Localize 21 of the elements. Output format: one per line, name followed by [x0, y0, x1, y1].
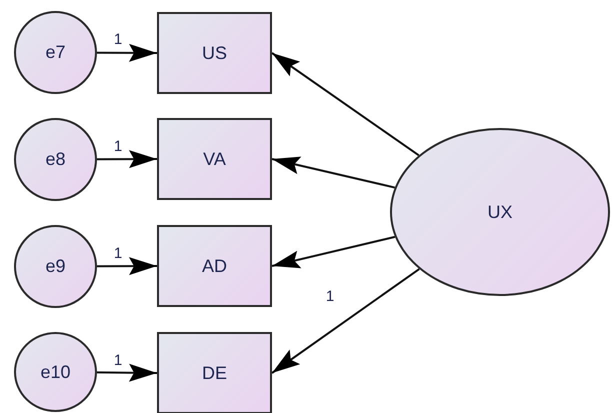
- variable-name: US: [202, 42, 227, 64]
- observed-variable-box: [157, 225, 272, 307]
- variable-name: UX: [487, 202, 512, 222]
- variable-name: e8: [45, 149, 66, 170]
- arrow: [97, 257, 157, 276]
- observed-variable-box: [157, 332, 272, 413]
- arrow: [272, 156, 395, 189]
- observed-variable-box: [157, 12, 272, 94]
- arrow: [271, 268, 420, 374]
- arrow: [272, 236, 396, 268]
- arrow: [96, 364, 158, 382]
- variable-name: e9: [45, 256, 66, 277]
- variable-name: e7: [45, 42, 66, 63]
- arrow: [97, 150, 157, 168]
- variable-name: DE: [202, 362, 227, 384]
- variable-name: AD: [202, 256, 227, 276]
- observed-variable-box: [157, 118, 272, 200]
- variable-name: e10: [40, 362, 71, 382]
- arrow: [97, 44, 157, 62]
- variable-name: VA: [203, 148, 226, 170]
- arrow: [271, 52, 420, 156]
